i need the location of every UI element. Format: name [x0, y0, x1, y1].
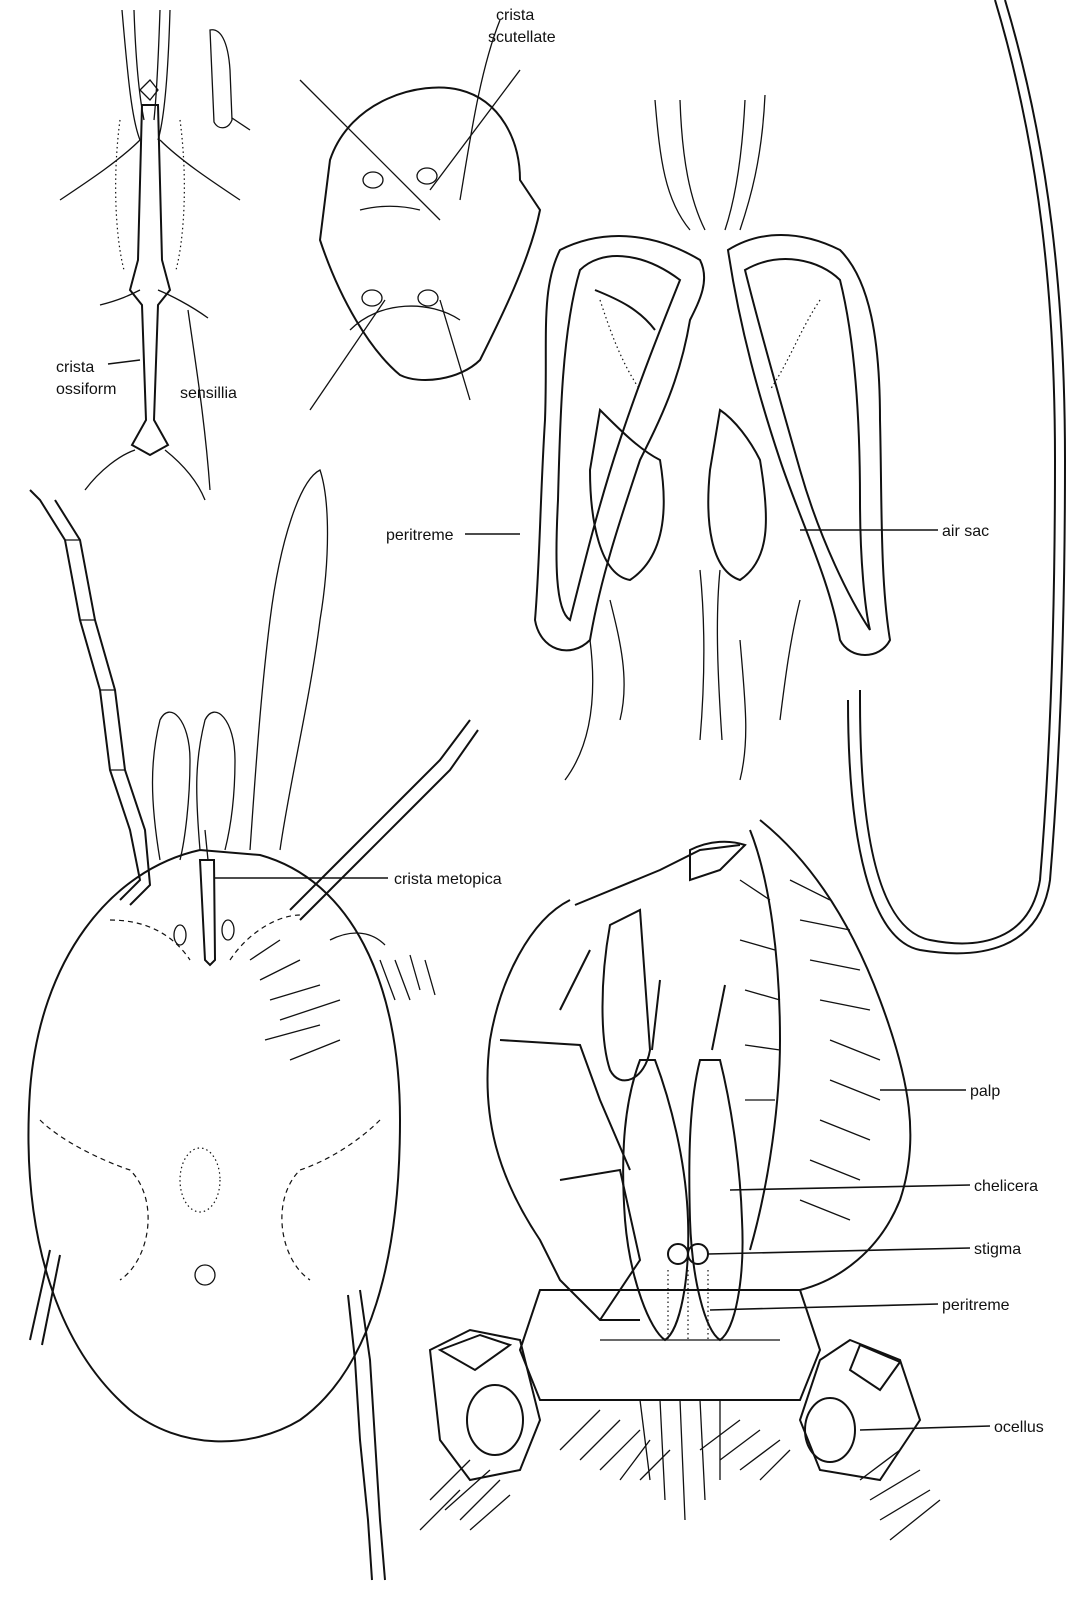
crista-scutellate-label-line1: crista	[496, 7, 534, 24]
crista-scutellate-label-line2: scutellate	[488, 29, 556, 46]
crista-scutellate-panel	[300, 20, 540, 410]
air-sac-panel	[535, 0, 1065, 953]
peritreme-top-label: peritreme	[386, 527, 454, 544]
ocellus-label: ocellus	[994, 1419, 1044, 1436]
peritreme-bottom-leader	[710, 1304, 938, 1310]
sensillia-label: sensillia	[180, 385, 237, 402]
stigma-leader	[708, 1248, 970, 1254]
crista-ossiform-panel	[60, 10, 250, 500]
crista-ossiform-leader	[108, 360, 140, 364]
mite-dorsal-panel	[28, 470, 478, 1580]
crista-ossiform-label-line2: ossiform	[56, 381, 116, 398]
gnathosoma-panel	[420, 820, 940, 1540]
crista-metopica-label: crista metopica	[394, 871, 502, 888]
air-sac-label: air sac	[942, 523, 989, 540]
ocellus-leader	[860, 1426, 990, 1430]
stigma-label: stigma	[974, 1241, 1021, 1258]
peritreme-bottom-label: peritreme	[942, 1297, 1010, 1314]
crista-ossiform-label-line1: crista	[56, 359, 94, 376]
chelicera-label: chelicera	[974, 1178, 1038, 1195]
palp-label: palp	[970, 1083, 1000, 1100]
